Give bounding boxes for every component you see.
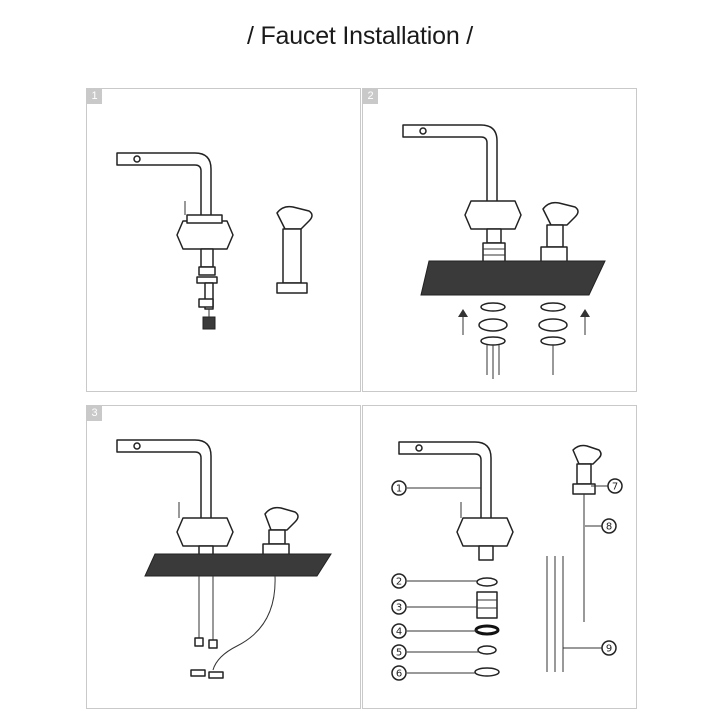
sprayer-assembly [546, 444, 602, 672]
step-number-badge: 3 [87, 406, 102, 421]
page-title: / Faucet Installation / [246, 22, 474, 50]
arrow-up-icon [458, 309, 590, 335]
countertop [420, 260, 606, 296]
step-number-badge: 1 [87, 89, 102, 104]
step-panel-2: 2 [362, 88, 637, 392]
parts-breakdown-illustration: 1 2 3 4 5 6 7 8 9 [391, 441, 623, 681]
faucet-drawing [116, 439, 234, 561]
step-panel-3: 3 [86, 405, 361, 709]
supply-hoses [190, 575, 276, 679]
step-panel-1: 1 [86, 88, 361, 392]
countertop [144, 553, 332, 577]
faucet-parts-illustration [116, 152, 313, 330]
callout-markers: 1 2 3 4 5 6 7 8 9 [391, 478, 623, 681]
callout-number: 9 [606, 644, 612, 655]
side-sprayer-drawing [276, 205, 313, 294]
callout-number: 6 [396, 669, 402, 680]
callout-number: 3 [396, 603, 402, 614]
faucet-drawing [398, 441, 514, 561]
faucet-drawing [116, 152, 234, 330]
callout-number: 2 [396, 577, 402, 588]
callout-number: 1 [396, 484, 402, 495]
callout-number: 5 [396, 648, 402, 659]
mounting-hardware [478, 302, 568, 379]
step-panel-4: 1 2 3 4 5 6 7 8 9 [362, 405, 637, 709]
callout-leaders [407, 485, 609, 674]
faucet-drawing [402, 124, 522, 264]
callout-number: 4 [396, 627, 402, 638]
callout-number: 7 [612, 482, 618, 493]
mounting-illustration [402, 124, 606, 379]
side-sprayer-drawing [262, 506, 299, 557]
callout-number: 8 [606, 522, 612, 533]
step-number-badge: 2 [363, 89, 378, 104]
side-sprayer-drawing [540, 201, 579, 266]
hose-connection-illustration [116, 439, 332, 679]
parts-stack [474, 577, 500, 677]
